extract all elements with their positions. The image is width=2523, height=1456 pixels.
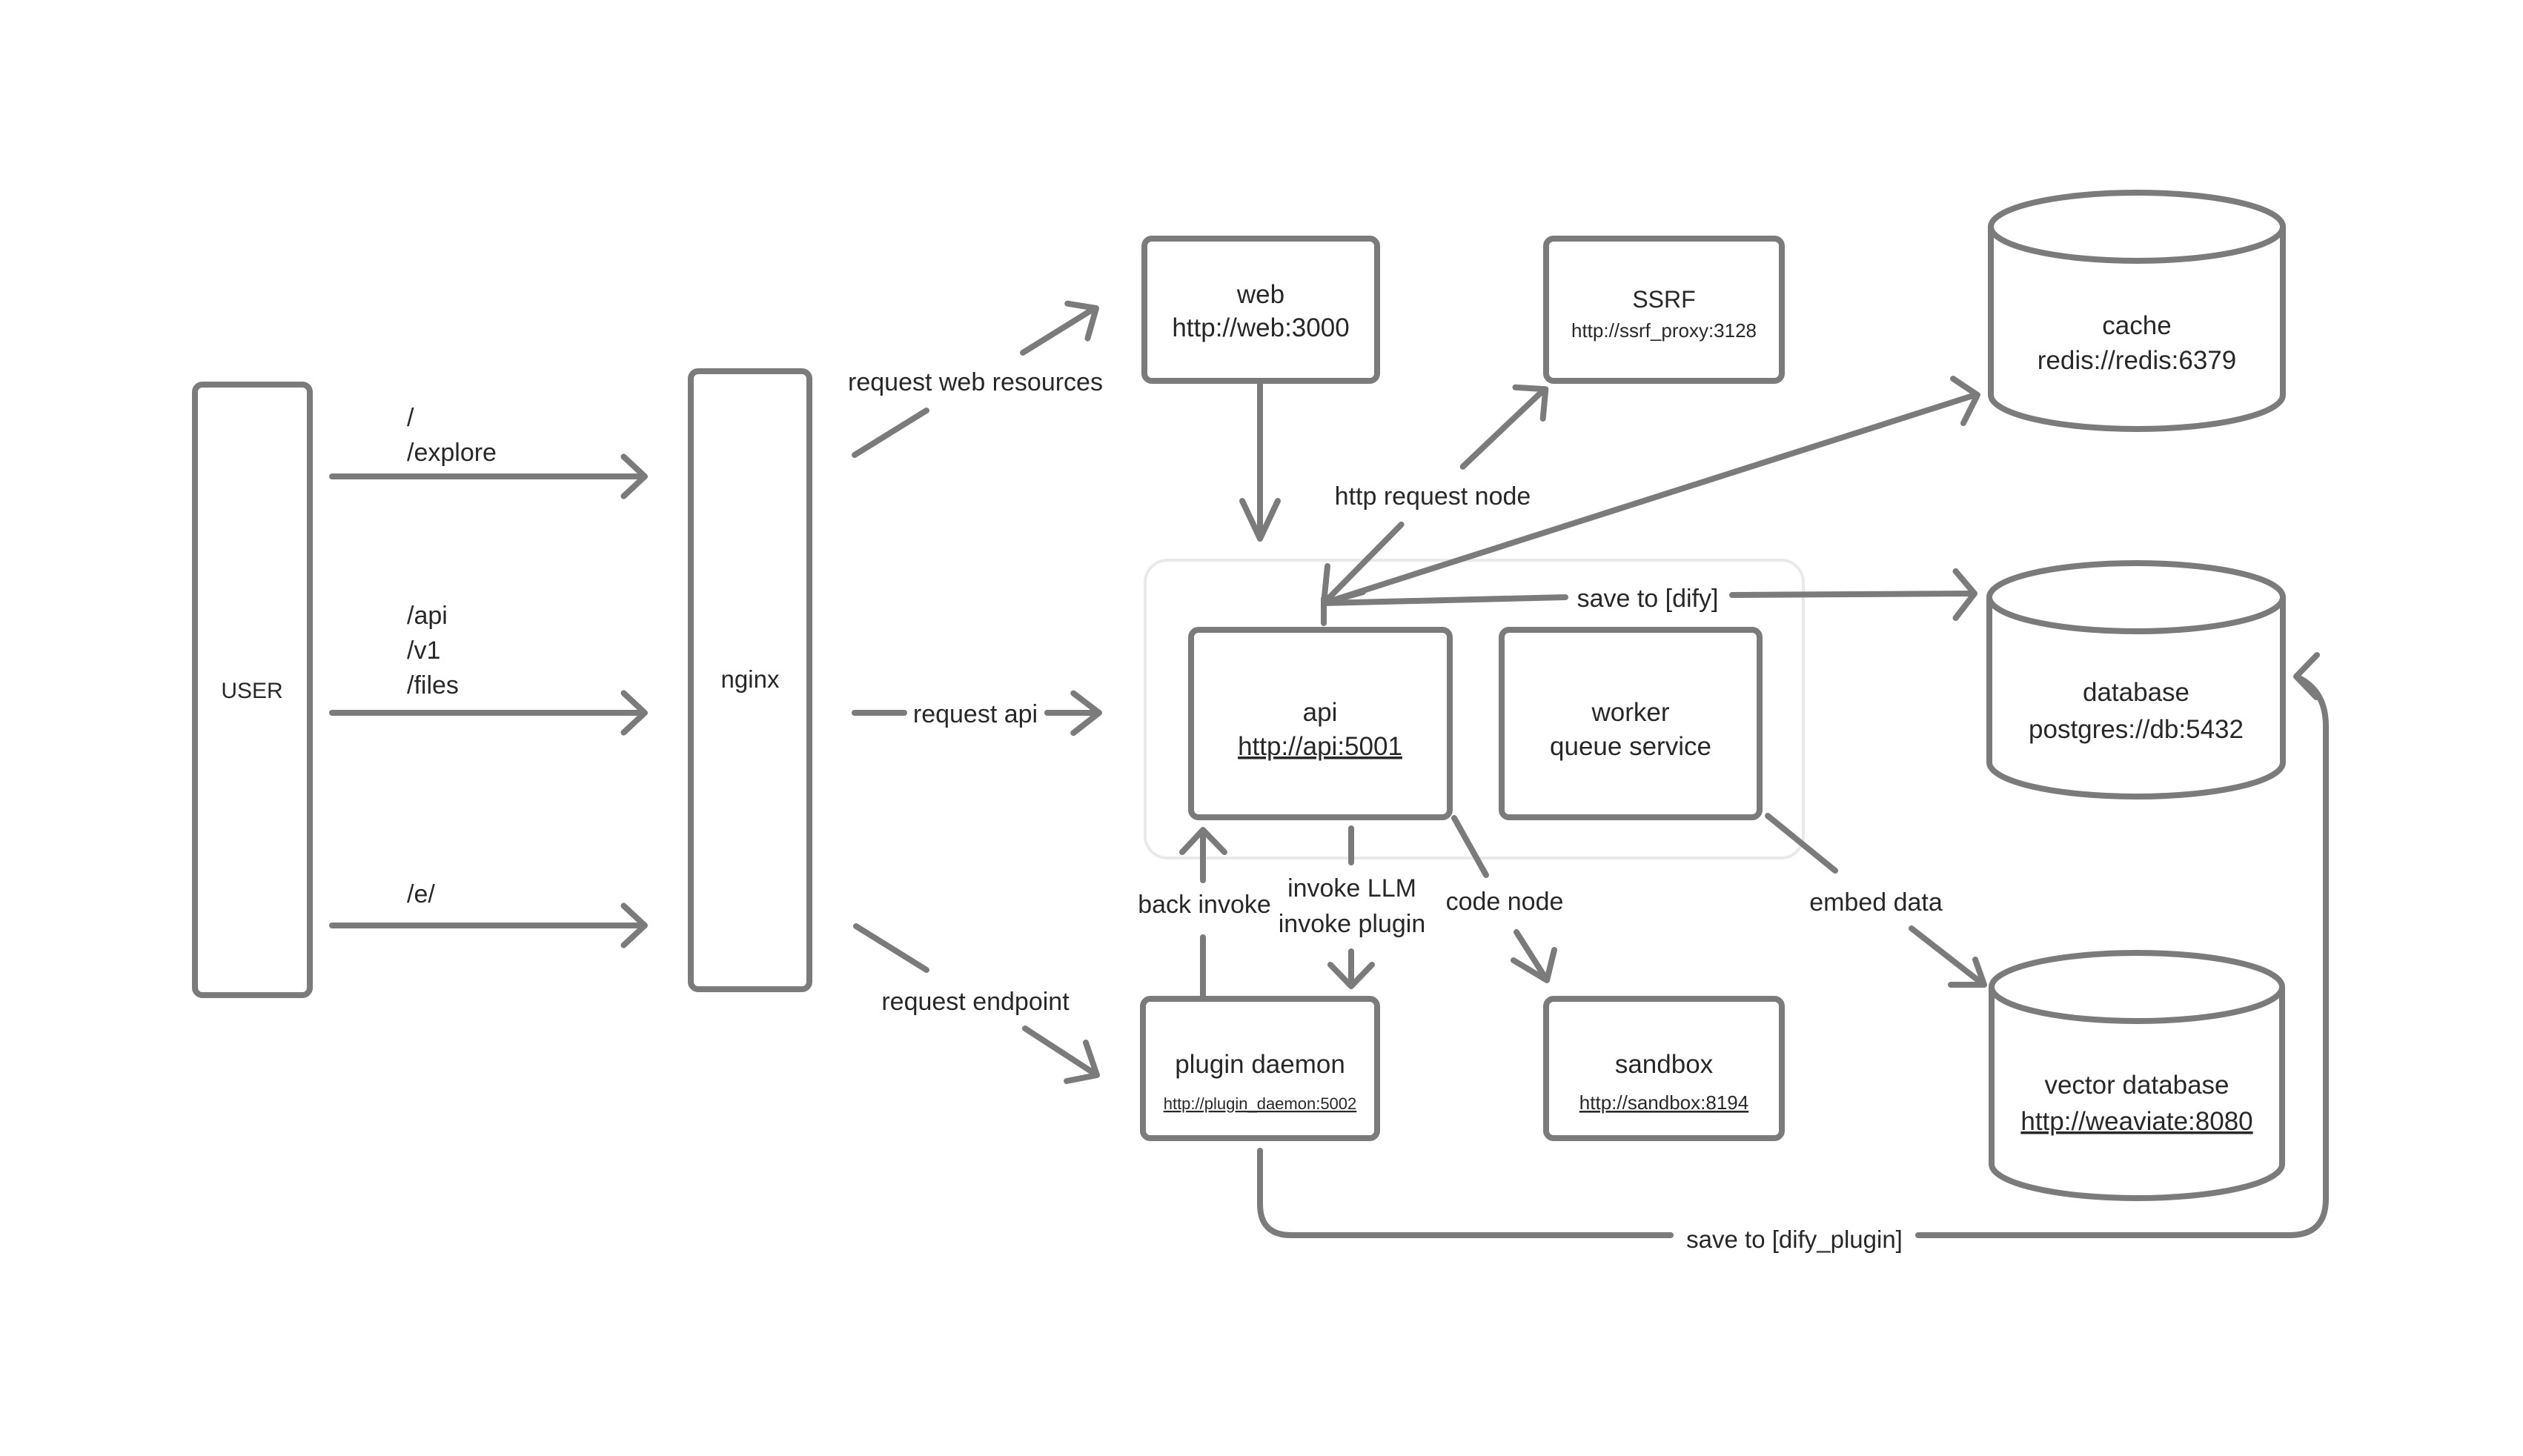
svg-text:sandbox: sandbox bbox=[1615, 1050, 1714, 1079]
svg-text:database: database bbox=[2083, 678, 2189, 707]
svg-text:http://api:5001: http://api:5001 bbox=[1238, 732, 1402, 761]
svg-text:web: web bbox=[1236, 280, 1284, 309]
svg-text:cache: cache bbox=[2102, 311, 2171, 340]
svg-text:invoke plugin: invoke plugin bbox=[1279, 910, 1425, 938]
svg-text:/v1: /v1 bbox=[407, 636, 440, 665]
svg-text:/e/: /e/ bbox=[407, 880, 435, 908]
svg-text:embed data: embed data bbox=[1809, 888, 1943, 917]
svg-text:http://plugin_daemon:5002: http://plugin_daemon:5002 bbox=[1164, 1094, 1357, 1113]
svg-text:worker: worker bbox=[1591, 698, 1669, 727]
svg-text:http://ssrf_proxy:3128: http://ssrf_proxy:3128 bbox=[1571, 319, 1757, 342]
svg-text:/files: /files bbox=[407, 671, 459, 699]
svg-text:request web resources: request web resources bbox=[848, 368, 1103, 396]
svg-text:invoke LLM: invoke LLM bbox=[1287, 874, 1416, 902]
svg-text:request endpoint: request endpoint bbox=[881, 988, 1070, 1016]
svg-text:http://sandbox:8194: http://sandbox:8194 bbox=[1579, 1091, 1748, 1114]
svg-text:queue service: queue service bbox=[1550, 732, 1711, 761]
svg-text:vector database: vector database bbox=[2044, 1071, 2229, 1100]
svg-text:request api: request api bbox=[913, 700, 1038, 728]
svg-text:plugin daemon: plugin daemon bbox=[1175, 1050, 1345, 1079]
svg-text:/: / bbox=[407, 404, 414, 432]
svg-text:SSRF: SSRF bbox=[1632, 286, 1695, 313]
svg-text:/api: /api bbox=[407, 602, 448, 630]
svg-text:nginx: nginx bbox=[721, 665, 780, 693]
svg-text:USER: USER bbox=[221, 679, 282, 703]
svg-text:postgres://db:5432: postgres://db:5432 bbox=[2029, 715, 2244, 744]
svg-text:/explore: /explore bbox=[407, 439, 497, 467]
svg-text:save to [dify]: save to [dify] bbox=[1577, 585, 1719, 613]
svg-text:http request node: http request node bbox=[1335, 482, 1531, 511]
svg-text:http://weaviate:8080: http://weaviate:8080 bbox=[2020, 1107, 2252, 1136]
svg-text:back invoke: back invoke bbox=[1138, 891, 1271, 919]
svg-text:code node: code node bbox=[1446, 888, 1564, 916]
svg-text:http://web:3000: http://web:3000 bbox=[1172, 313, 1349, 342]
svg-text:api: api bbox=[1303, 698, 1338, 727]
svg-text:redis://redis:6379: redis://redis:6379 bbox=[2038, 346, 2236, 375]
svg-text:save to [dify_plugin]: save to [dify_plugin] bbox=[1686, 1226, 1903, 1253]
